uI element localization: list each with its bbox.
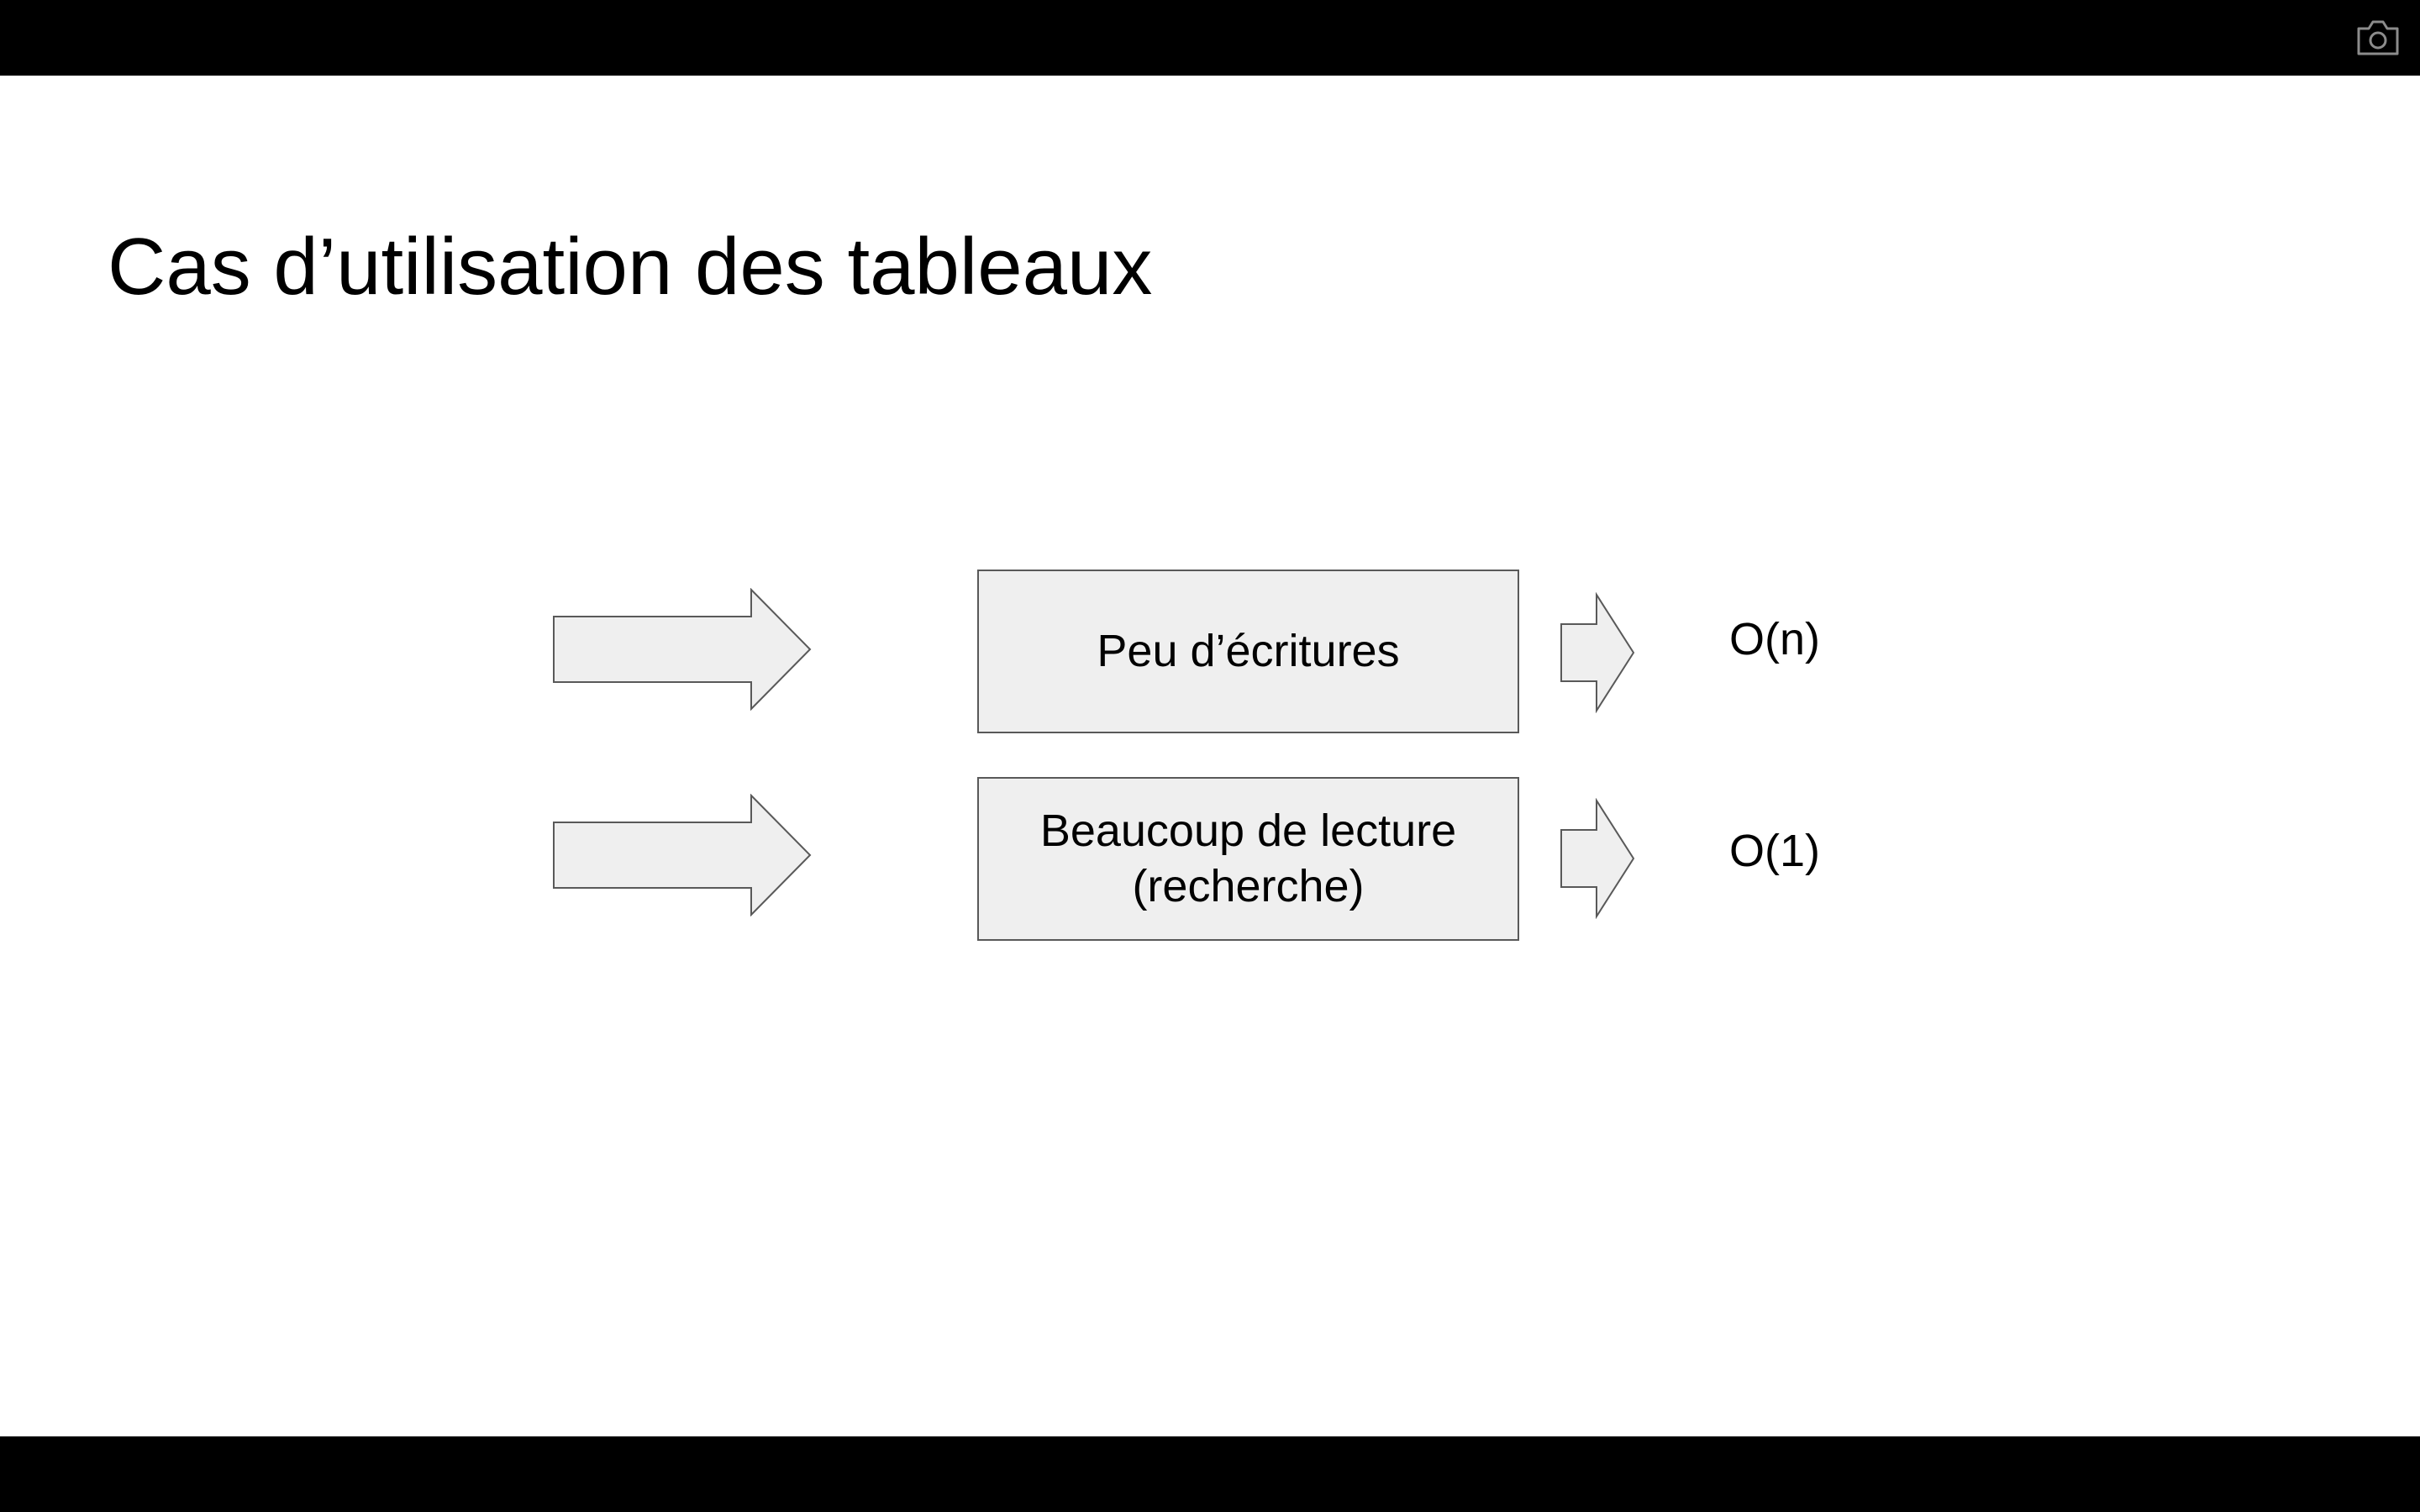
slide: Cas d’utilisation des tableaux Peu d’écr… xyxy=(0,76,2420,1436)
box-many-reads: Beaucoup de lecture (recherche) xyxy=(977,777,1519,941)
screenshot-button[interactable] xyxy=(2353,12,2403,62)
slide-title: Cas d’utilisation des tableaux xyxy=(108,222,1153,312)
bottom-bar xyxy=(0,1436,2420,1512)
camera-icon xyxy=(2357,20,2399,55)
output-arrow-1 xyxy=(1560,592,1635,713)
box-label: Beaucoup de lecture (recherche) xyxy=(1039,805,1457,911)
box-label: Peu d’écritures xyxy=(1097,625,1400,676)
input-arrow-1 xyxy=(553,588,812,711)
output-arrow-2 xyxy=(1560,798,1635,919)
complexity-label: O(n) xyxy=(1729,614,1820,664)
box-few-writes: Peu d’écritures xyxy=(977,570,1519,733)
top-bar xyxy=(0,0,2420,76)
input-arrow-2 xyxy=(553,794,812,916)
complexity-label: O(1) xyxy=(1729,826,1820,876)
